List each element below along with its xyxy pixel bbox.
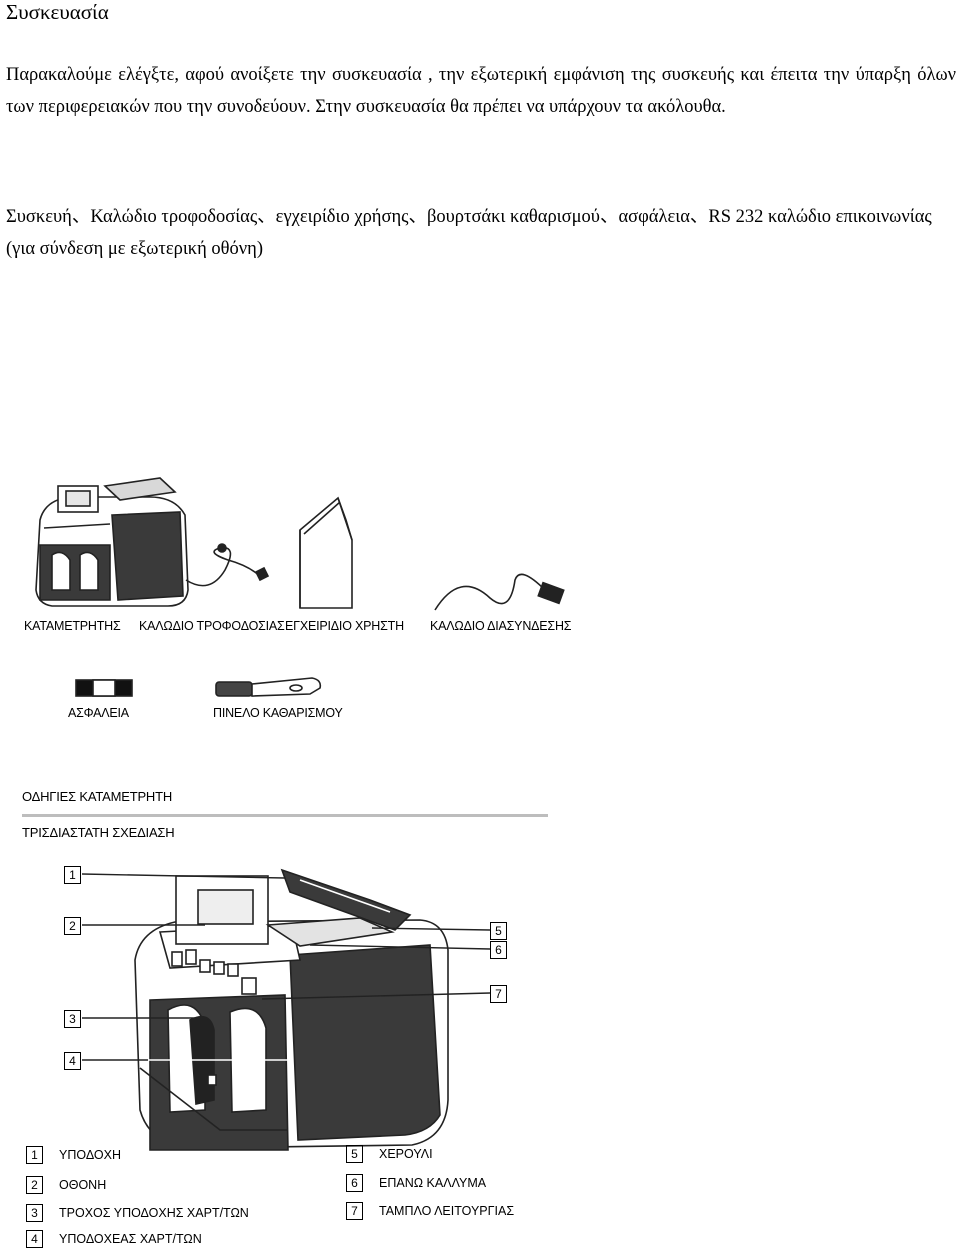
section-title: Συσκευασία [6, 0, 109, 24]
instructions-heading: ΟΔΗΓΙΕΣ ΚΑΤΑΜΕΤΡΗΤΗ [22, 789, 173, 804]
callout-5: 5 [490, 922, 507, 940]
legend-item: 3 ΤΡΟΧΟΣ ΥΠΟΔΟΧΗΣ ΧΑΡΤ/ΤΩΝ [26, 1204, 249, 1222]
caption-fuse: ΑΣΦΑΛΕΙΑ [68, 706, 129, 720]
legend-number: 3 [26, 1204, 43, 1222]
legend-label: ΥΠΟΔΟΧΗ [59, 1148, 121, 1162]
callout-1: 1 [64, 866, 81, 884]
legend-number: 4 [26, 1230, 43, 1248]
intro-paragraph: Παρακαλούμε ελέγξτε, αφού ανοίξετε την σ… [6, 65, 956, 117]
legend-label: ΧΕΡΟΥΛΙ [379, 1147, 433, 1161]
callout-3: 3 [64, 1010, 81, 1028]
callout-7: 7 [490, 985, 507, 1003]
legend-item: 6 ΕΠΑΝΩ ΚΑΛΛΥΜΑ [346, 1174, 486, 1192]
legend-number: 1 [26, 1146, 43, 1164]
callout-6: 6 [490, 941, 507, 959]
legend-label: ΟΘΟΝΗ [59, 1178, 107, 1192]
caption-brush: ΠΙΝΕΛΟ ΚΑΘΑΡΙΣΜΟΥ [213, 706, 343, 720]
legend-label: ΕΠΑΝΩ ΚΑΛΛΥΜΑ [379, 1176, 487, 1190]
legend-number: 7 [346, 1202, 363, 1220]
caption-power-cable: ΚΑΛΩΔΙΟ ΤΡΟΦΟΔΟΣΙΑΣ [139, 619, 285, 633]
legend-item: 5 ΧΕΡΟΥΛΙ [346, 1145, 433, 1163]
legend-number: 6 [346, 1174, 363, 1192]
caption-counter: ΚΑΤΑΜΕΤΡΗΤΗΣ [24, 619, 121, 633]
legend-label: ΤΑΜΠΛΟ ΛΕΙΤΟΥΡΓΙΑΣ [379, 1204, 515, 1218]
callout-2: 2 [64, 917, 81, 935]
design-heading: ΤΡΙΣΔΙΑΣΤΑΤΗ ΣΧΕΔΙΑΣΗ [22, 825, 175, 840]
caption-manual: ΕΓΧΕΙΡΙΔΙΟ ΧΡΗΣΤΗ [285, 619, 404, 633]
legend-item: 4 ΥΠΟΔΟΧΕΑΣ ΧΑΡΤ/ΤΩΝ [26, 1230, 202, 1248]
legend-number: 2 [26, 1176, 43, 1194]
caption-link-cable: ΚΑΛΩΔΙΟ ΔΙΑΣΥΝΔΕΣΗΣ [430, 619, 572, 633]
legend-item: 7 ΤΑΜΠΛΟ ΛΕΙΤΟΥΡΓΙΑΣ [346, 1202, 514, 1220]
legend-item: 1 ΥΠΟΔΟΧΗ [26, 1146, 121, 1164]
callout-4: 4 [64, 1052, 81, 1070]
legend-label: ΥΠΟΔΟΧΕΑΣ ΧΑΡΤ/ΤΩΝ [59, 1232, 202, 1246]
legend-number: 5 [346, 1145, 363, 1163]
heading-divider [22, 814, 548, 817]
contents-paragraph: Συσκευή、Καλώδιο τροφοδοσίας、εγχειρίδιο χ… [6, 207, 932, 259]
legend-item: 2 ΟΘΟΝΗ [26, 1176, 106, 1194]
legend-label: ΤΡΟΧΟΣ ΥΠΟΔΟΧΗΣ ΧΑΡΤ/ΤΩΝ [59, 1206, 249, 1220]
